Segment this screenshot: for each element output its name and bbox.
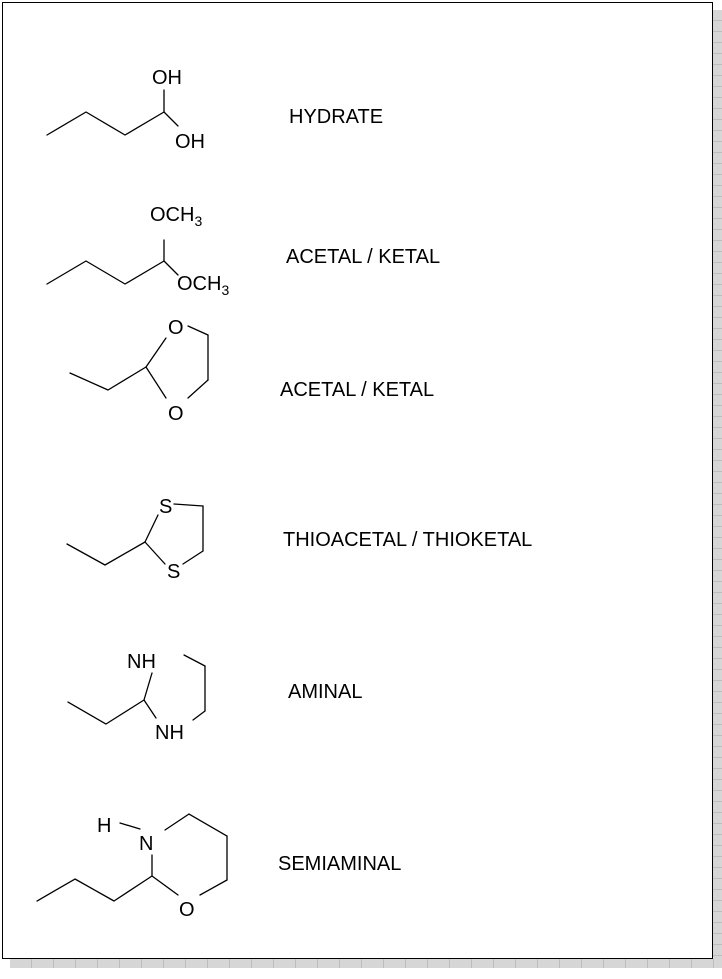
dioxolane-o-bottom: O xyxy=(168,403,184,425)
dioxolane-chain-bonds xyxy=(69,366,147,391)
dioxolane-o-top: O xyxy=(168,317,184,339)
dithiolane-s-top: S xyxy=(159,496,172,518)
hydrate-oh-top: OH xyxy=(152,67,182,89)
dithiolane-chain-bonds xyxy=(66,541,146,566)
diagram-frame xyxy=(2,2,713,959)
semiaminal-bond-o-c2 xyxy=(151,875,179,896)
acetal-bond-oc-bottom xyxy=(163,260,179,276)
dithiolane-s-bottom: S xyxy=(167,561,180,583)
dioxolane-bond-c4-o3 xyxy=(187,379,209,399)
page-shadow-right xyxy=(713,10,722,968)
page-shadow-bottom xyxy=(10,959,722,968)
imidazolidine-structure: NH NH xyxy=(67,651,206,744)
dithiolane-bond-c2-s1 xyxy=(144,514,159,543)
aminal-chain-bonds xyxy=(67,699,145,725)
dioxolane-bond-o1-c5 xyxy=(187,325,209,336)
oxazinane-structure: H N O xyxy=(36,813,228,921)
dioxolane-structure: O O xyxy=(69,317,209,425)
acetal-ketal-label-2: ACETAL / KETAL xyxy=(280,379,435,401)
semiaminal-n-atom: N xyxy=(139,833,153,855)
semiaminal-bond-n-h xyxy=(119,822,141,830)
aminal-bond-c2-n1 xyxy=(143,672,153,701)
semiaminal-chain-bonds xyxy=(36,875,153,902)
aminal-bond-c4-n3 xyxy=(192,710,206,721)
dioxolane-bond-o3-c2 xyxy=(145,366,167,399)
dithiolane-bond-s1-c5 xyxy=(173,503,204,507)
acetal-och3-bottom: OCH3 xyxy=(177,273,229,298)
thioacetal-thioketal-label: THIOACETAL / THIOKETAL xyxy=(283,529,533,551)
acetal-och3-top: OCH3 xyxy=(150,204,202,229)
acetal-chain-bonds xyxy=(46,260,165,285)
hydrate-bond-oh-bottom xyxy=(163,111,179,127)
semiaminal-h-atom: H xyxy=(97,815,111,837)
aminal-bond-n3-c2 xyxy=(143,699,157,719)
hydrate-oh-bottom: OH xyxy=(175,131,205,153)
hydrate-chain-bonds xyxy=(46,111,165,136)
dithiolane-bond-c4-s3 xyxy=(182,550,204,565)
dioxolane-bond-c2-o1 xyxy=(145,337,167,368)
acetal-ketal-label-1: ACETAL / KETAL xyxy=(286,246,441,268)
dithiolane-structure: S S xyxy=(66,496,204,583)
hydrate-label: HYDRATE xyxy=(289,106,384,128)
aminal-label: AMINAL xyxy=(288,681,363,703)
semiaminal-label: SEMIAMINAL xyxy=(278,853,402,875)
dithiolane-bond-s3-c2 xyxy=(144,541,166,565)
dimethyl-acetal-structure: OCH3 OCH3 xyxy=(46,204,229,298)
semiaminal-bond-c6-c5 xyxy=(188,813,228,837)
aminal-bond-n1-c5 xyxy=(183,654,206,667)
aminal-nh-bottom: NH xyxy=(155,722,184,744)
hydrate-structure: OH OH xyxy=(46,67,205,153)
semiaminal-bond-c4-o xyxy=(199,879,228,896)
semiaminal-bond-n-c6 xyxy=(164,813,190,831)
aminal-nh-top: NH xyxy=(127,651,156,673)
semiaminal-o-atom: O xyxy=(179,899,195,921)
